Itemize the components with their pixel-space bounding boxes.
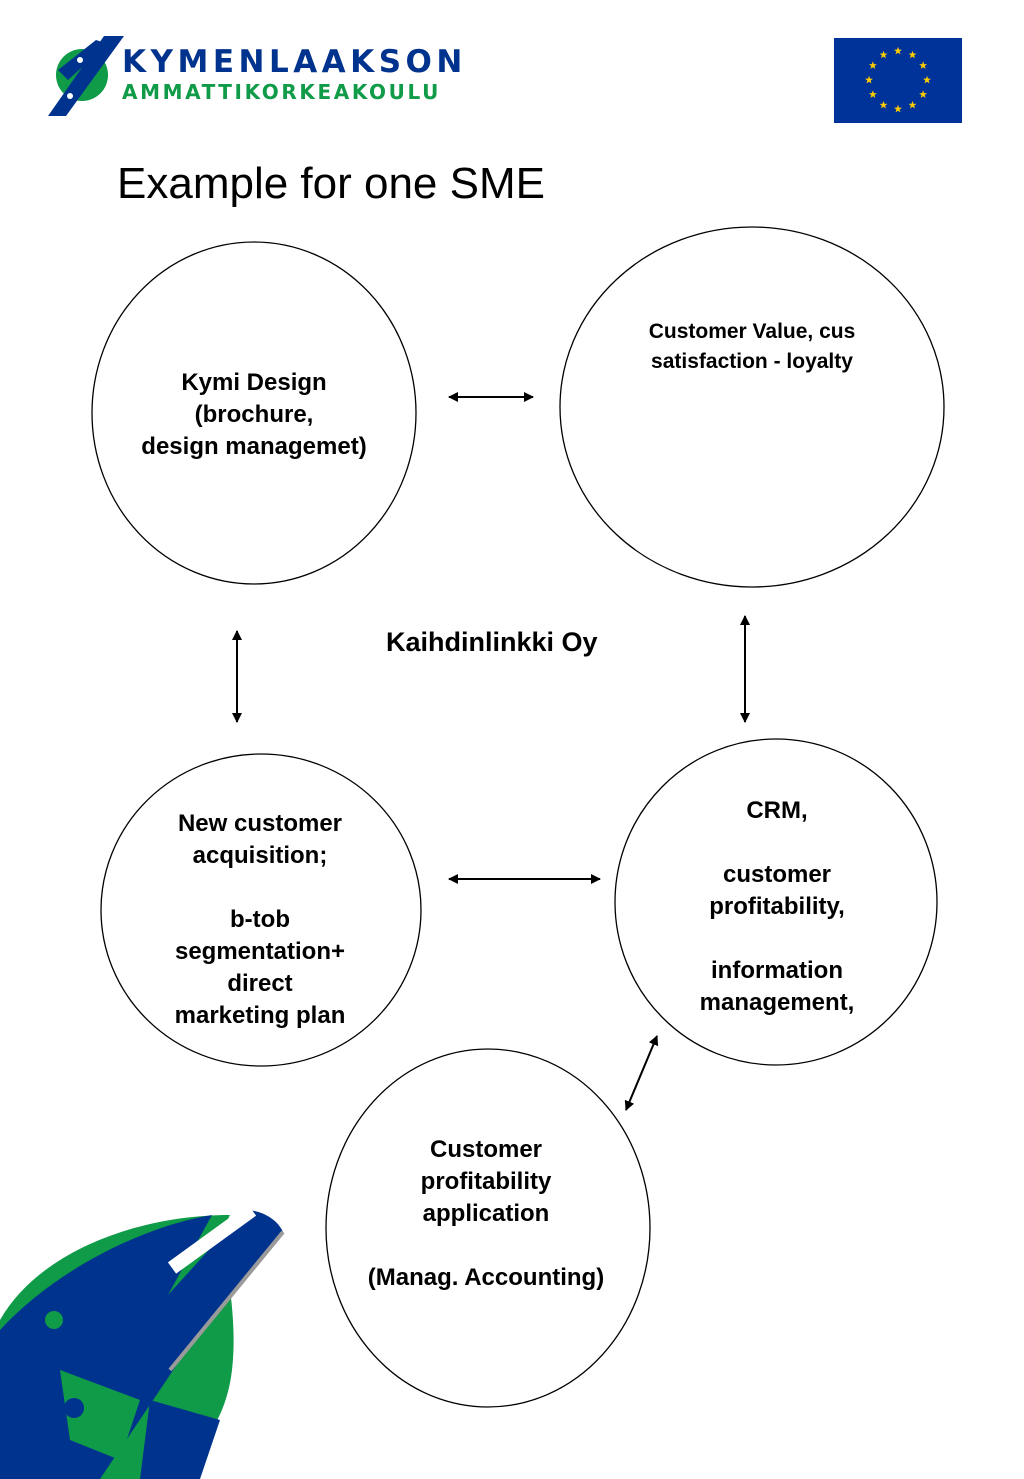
logo-line2: AMMATTIKORKEAKOULU bbox=[122, 80, 441, 104]
node-circle-profitability-app bbox=[325, 1048, 651, 1408]
eu-star-icon bbox=[894, 46, 902, 55]
decorative-logo-icon bbox=[0, 1204, 285, 1479]
eu-star-icon bbox=[908, 100, 917, 109]
node-circle-crm bbox=[614, 738, 938, 1066]
node-customer-value: Customer Value, cus satisfaction - loyal… bbox=[648, 320, 856, 373]
eu-star-icon bbox=[919, 61, 928, 69]
eu-star-icon bbox=[879, 50, 888, 59]
node-circle-customer-value bbox=[559, 226, 945, 588]
logo-line1: KYMENLAAKSON bbox=[122, 44, 467, 80]
eu-star-icon bbox=[919, 90, 928, 98]
node-circle-kymi-design bbox=[91, 241, 417, 585]
eu-star-icon bbox=[868, 61, 877, 69]
page-title: Example for one SME bbox=[117, 159, 545, 208]
node-circle-new-customer bbox=[100, 753, 422, 1067]
eu-star-icon bbox=[865, 75, 873, 84]
eu-star-icon bbox=[894, 104, 902, 113]
arrow-crm-profitability-app bbox=[624, 1035, 659, 1111]
eu-star-icon bbox=[879, 100, 888, 109]
node-crm: CRM, customer profitability, information… bbox=[699, 797, 855, 1016]
company-label: Kaihdinlinkki Oy bbox=[386, 627, 598, 657]
eu-star-icon bbox=[868, 90, 877, 98]
node-kymi-design: Kymi Design (brochure, design managemet) bbox=[141, 369, 367, 460]
node-new-customer: New customer acquisition; b-tob segmenta… bbox=[174, 810, 346, 1029]
node-profitability-app: Customer profitability application (Mana… bbox=[367, 1136, 605, 1291]
eu-star-icon bbox=[923, 75, 931, 84]
logo-icon bbox=[48, 36, 124, 116]
eu-star-icon bbox=[908, 50, 917, 59]
eu-flag-icon bbox=[834, 38, 962, 123]
